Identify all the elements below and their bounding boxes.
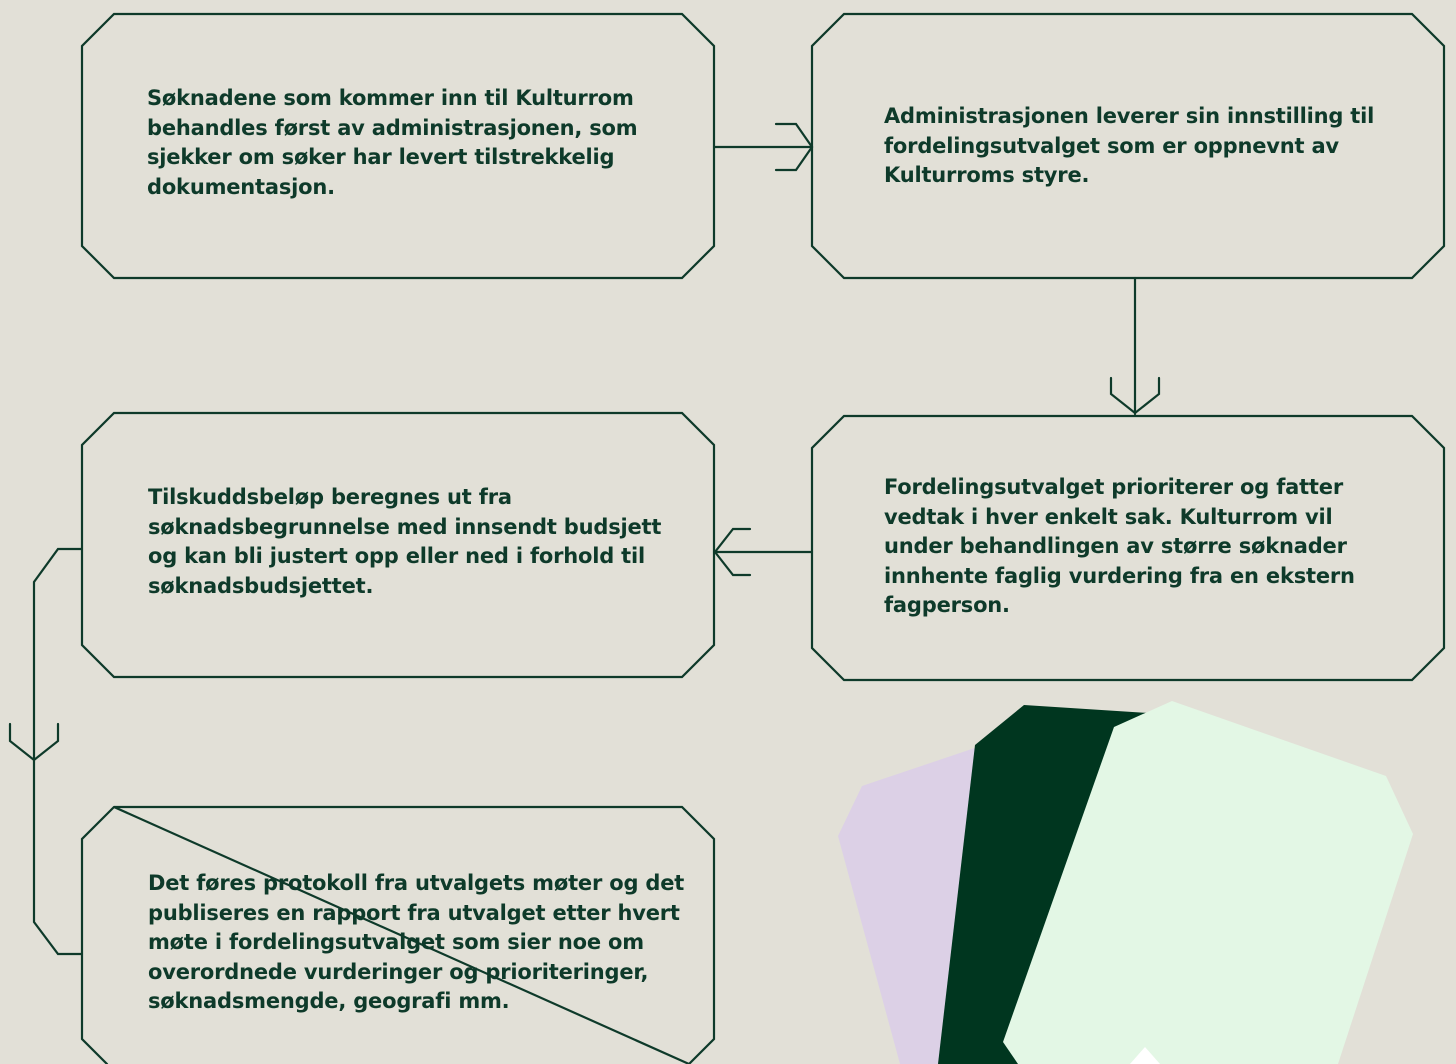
decorative-shapes — [838, 701, 1413, 1064]
arrow-left-3-4 — [712, 527, 814, 577]
mint-shape — [1003, 701, 1413, 1064]
step-text-5: Det føres protokoll fra utvalgets møter … — [148, 871, 685, 1013]
step-text-2: Administrasjonen leverer sin innstilling… — [884, 104, 1375, 187]
step-box-3 — [810, 414, 1446, 682]
arrow-down-2-3 — [1109, 276, 1161, 416]
step-text-4: Tilskuddsbeløp beregnes ut fra søknadsbe… — [148, 485, 662, 598]
step-text-1: Søknadene som kommer inn til Kulturrom b… — [147, 86, 638, 199]
step-box-4 — [80, 411, 716, 679]
step-box-2 — [810, 12, 1446, 280]
arrow-right-1-2 — [712, 122, 814, 172]
step-box-1 — [80, 12, 716, 280]
step-box-5 — [113, 805, 716, 1064]
step-box-5-left — [80, 805, 116, 1064]
arrow-down-4-5 — [8, 547, 84, 956]
white-notch-shape — [1130, 1047, 1160, 1064]
step-text-3: Fordelingsutvalget prioriterer og fatter… — [884, 475, 1355, 617]
